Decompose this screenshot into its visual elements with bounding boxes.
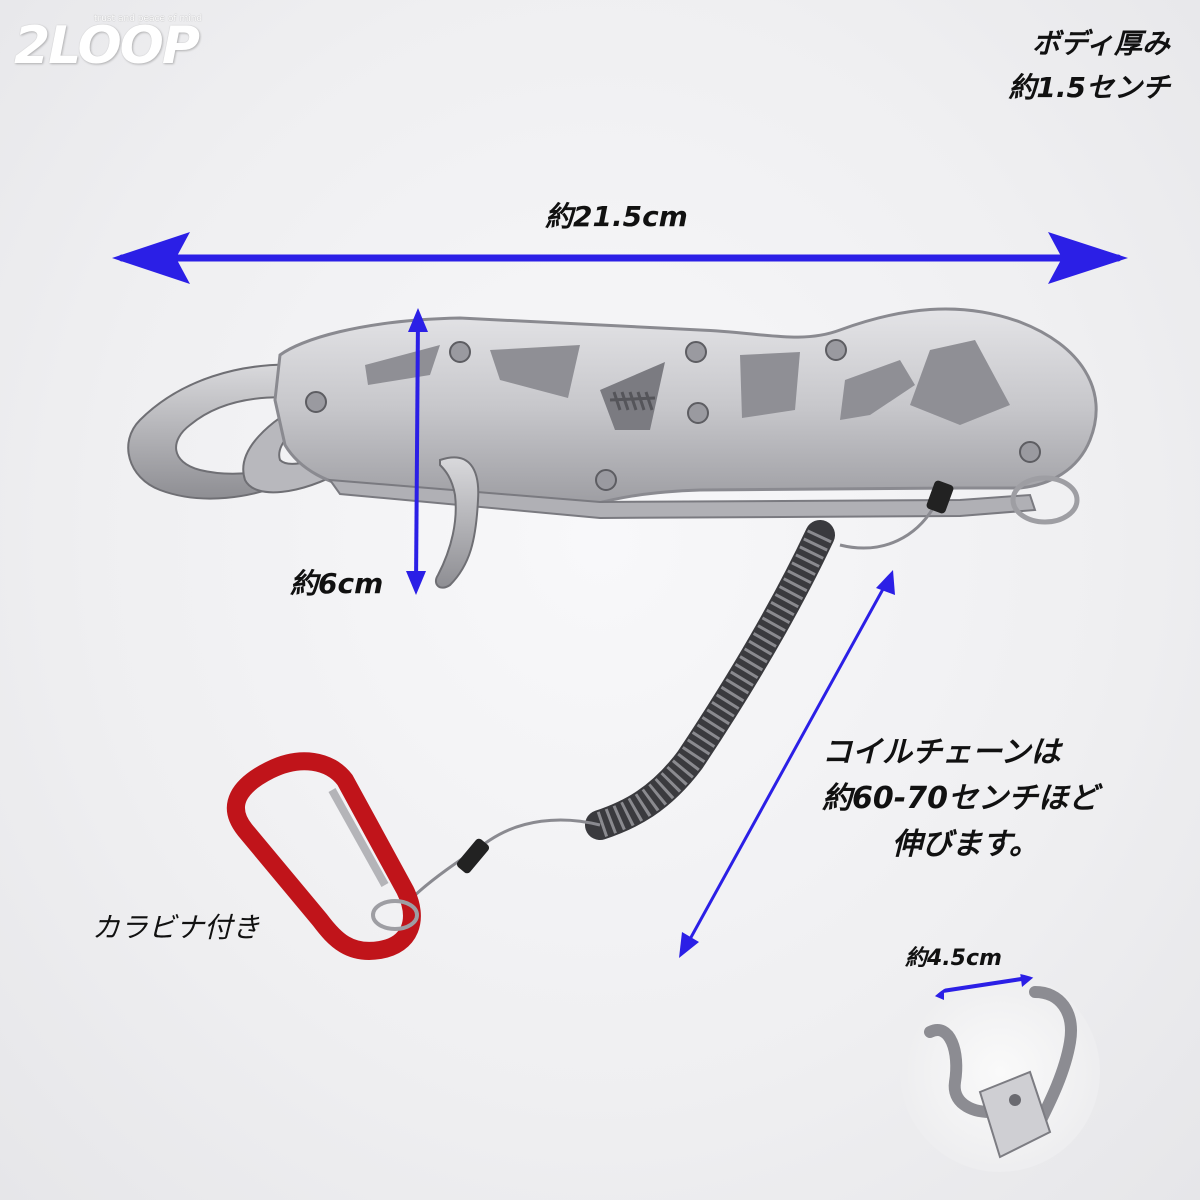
brand-logo: 2LOOP trust and peace of mind	[14, 8, 214, 78]
coil-label: コイルチェーンは 約60-70センチほど 伸びます。	[822, 730, 1098, 868]
body-thickness-line1: ボディ厚み	[1031, 27, 1170, 60]
carabiner	[226, 752, 421, 960]
height-arrow	[406, 308, 428, 595]
length-label: 約21.5cm	[545, 200, 688, 233]
coil-line1: コイルチェーンは	[822, 735, 1061, 770]
coil-line2: 約60-70センチほど	[822, 781, 1098, 816]
body-thickness-line2: 約1.5センチ	[1008, 71, 1170, 104]
split-ring	[1010, 475, 1080, 525]
coil-length-arrow	[679, 570, 895, 958]
brand-logo-text: 2LOOP	[14, 16, 200, 76]
carabiner-label: カラビナ付き	[92, 911, 261, 944]
height-label: 約6cm	[290, 567, 384, 600]
coil-lanyard	[408, 480, 954, 902]
jaw-closeup-illustration	[924, 972, 1077, 1159]
grip-body	[273, 307, 1098, 520]
coil-line3: 伸びます。	[892, 827, 1039, 862]
body-thickness-label: ボディ厚み 約1.5センチ	[1008, 22, 1170, 110]
length-arrow	[112, 232, 1128, 284]
brand-tagline: trust and peace of mind	[94, 14, 203, 24]
jaw-closeup-inset	[900, 972, 1100, 1172]
grip-trigger	[434, 456, 480, 589]
jaw-opening-label: 約4.5cm	[905, 946, 1002, 971]
